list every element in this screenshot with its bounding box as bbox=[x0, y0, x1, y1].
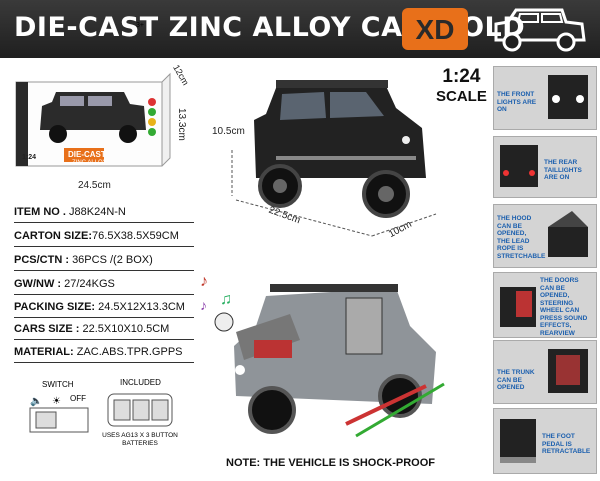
divider bbox=[14, 294, 194, 295]
music-notes-icon: ♪ ♫ ♪ bbox=[200, 273, 234, 332]
spec-item-no: ITEM NO . J88K24N-N bbox=[14, 206, 126, 218]
feature-rear-lights: THE REAR TAILLIGHTS ARE ON bbox=[493, 136, 597, 198]
feature-caption: THE FRONT LIGHTS ARE ON bbox=[497, 91, 537, 113]
box-image bbox=[15, 72, 171, 167]
box-scale: 1:24 bbox=[22, 154, 37, 161]
feature-foot-pedal: THE FOOT PEDAL IS RETRACTABLE bbox=[493, 408, 597, 474]
spec-packing-size: PACKING SIZE: 24.5X12X13.3CM bbox=[14, 301, 185, 313]
box-brand-sub: ZINC ALLOY bbox=[72, 160, 107, 166]
included-label: INCLUDED bbox=[120, 378, 161, 387]
svg-text:♪: ♪ bbox=[200, 297, 207, 313]
svg-text:🔈: 🔈 bbox=[30, 396, 42, 407]
battery-icon bbox=[107, 393, 173, 427]
logo-text: XD bbox=[416, 14, 455, 45]
box-depth: 12cm bbox=[171, 62, 191, 88]
box-brand: DIE-CAST bbox=[68, 150, 106, 159]
divider bbox=[14, 270, 194, 271]
car-black-image bbox=[254, 80, 426, 218]
feature-caption: THE FOOT PEDAL IS RETRACTABLE bbox=[542, 433, 591, 455]
box-height: 13.3cm bbox=[176, 108, 187, 141]
svg-text:♪: ♪ bbox=[200, 273, 208, 290]
feature-caption: THE HOOD CAN BE OPENED, THE LEAD ROPE IS… bbox=[497, 215, 546, 260]
shockproof-note: NOTE: THE VEHICLE IS SHOCK-PROOF bbox=[226, 457, 436, 469]
spec-material: MATERIAL: ZAC.ABS.TPR.GPPS bbox=[14, 346, 183, 358]
feature-caption: THE REAR TAILLIGHTS ARE ON bbox=[544, 159, 582, 181]
car-open-image bbox=[234, 284, 445, 438]
svg-text:☀: ☀ bbox=[52, 396, 61, 407]
divider bbox=[14, 362, 194, 363]
included-panel: INCLUDED USES AG13 X 3 BUTTON BATTERIES bbox=[102, 378, 180, 456]
feature-front-lights: THE FRONT LIGHTS ARE ON bbox=[493, 66, 597, 130]
box-width: 24.5cm bbox=[78, 180, 111, 191]
header-banner: DIE-CAST ZINC ALLOY CAR MOLD XD bbox=[0, 0, 600, 58]
spec-gw-nw: GW/NW : 27/24KGS bbox=[14, 278, 115, 290]
spec-carton-size: CARTON SIZE:76.5X38.5X59CM bbox=[14, 230, 179, 242]
doors-image bbox=[500, 287, 536, 327]
switch-panel: SWITCH 🔈 ☀ OFF bbox=[22, 380, 102, 433]
divider bbox=[14, 339, 194, 340]
included-note: USES AG13 X 3 BUTTON BATTERIES bbox=[102, 432, 178, 447]
hood-image bbox=[548, 211, 588, 257]
foot-pedal-image bbox=[500, 419, 536, 463]
spec-pcs-ctn: PCS/CTN : 36PCS /(2 BOX) bbox=[14, 254, 153, 266]
trunk-image bbox=[548, 349, 588, 393]
switch-icon: 🔈 ☀ bbox=[29, 396, 89, 433]
spec-cars-size: CARS SIZE : 22.5X10X10.5CM bbox=[14, 323, 170, 335]
svg-text:♫: ♫ bbox=[220, 291, 232, 308]
feature-caption: THE DOORS CAN BE OPENED, STEERING WHEEL … bbox=[540, 277, 588, 337]
jeep-icon bbox=[494, 8, 586, 52]
rear-lights-image bbox=[500, 145, 538, 187]
switch-off-label: OFF bbox=[70, 394, 86, 403]
scale-label: 1:24 SCALE bbox=[436, 66, 487, 105]
xd-logo: XD bbox=[402, 8, 468, 50]
feature-caption: THE TRUNK CAN BE OPENED bbox=[497, 369, 535, 391]
feature-doors: THE DOORS CAN BE OPENED, STEERING WHEEL … bbox=[493, 272, 597, 338]
feature-hood: THE HOOD CAN BE OPENED, THE LEAD ROPE IS… bbox=[493, 204, 597, 268]
dimension-lines bbox=[231, 150, 437, 237]
divider bbox=[14, 246, 194, 247]
divider bbox=[14, 317, 194, 318]
front-lights-image bbox=[548, 75, 588, 119]
car-height-label: 10.5cm bbox=[212, 126, 245, 137]
switch-label: SWITCH bbox=[42, 380, 74, 389]
divider bbox=[14, 222, 194, 223]
feature-trunk: THE TRUNK CAN BE OPENED bbox=[493, 340, 597, 404]
box-badge: 3+ bbox=[136, 22, 144, 29]
